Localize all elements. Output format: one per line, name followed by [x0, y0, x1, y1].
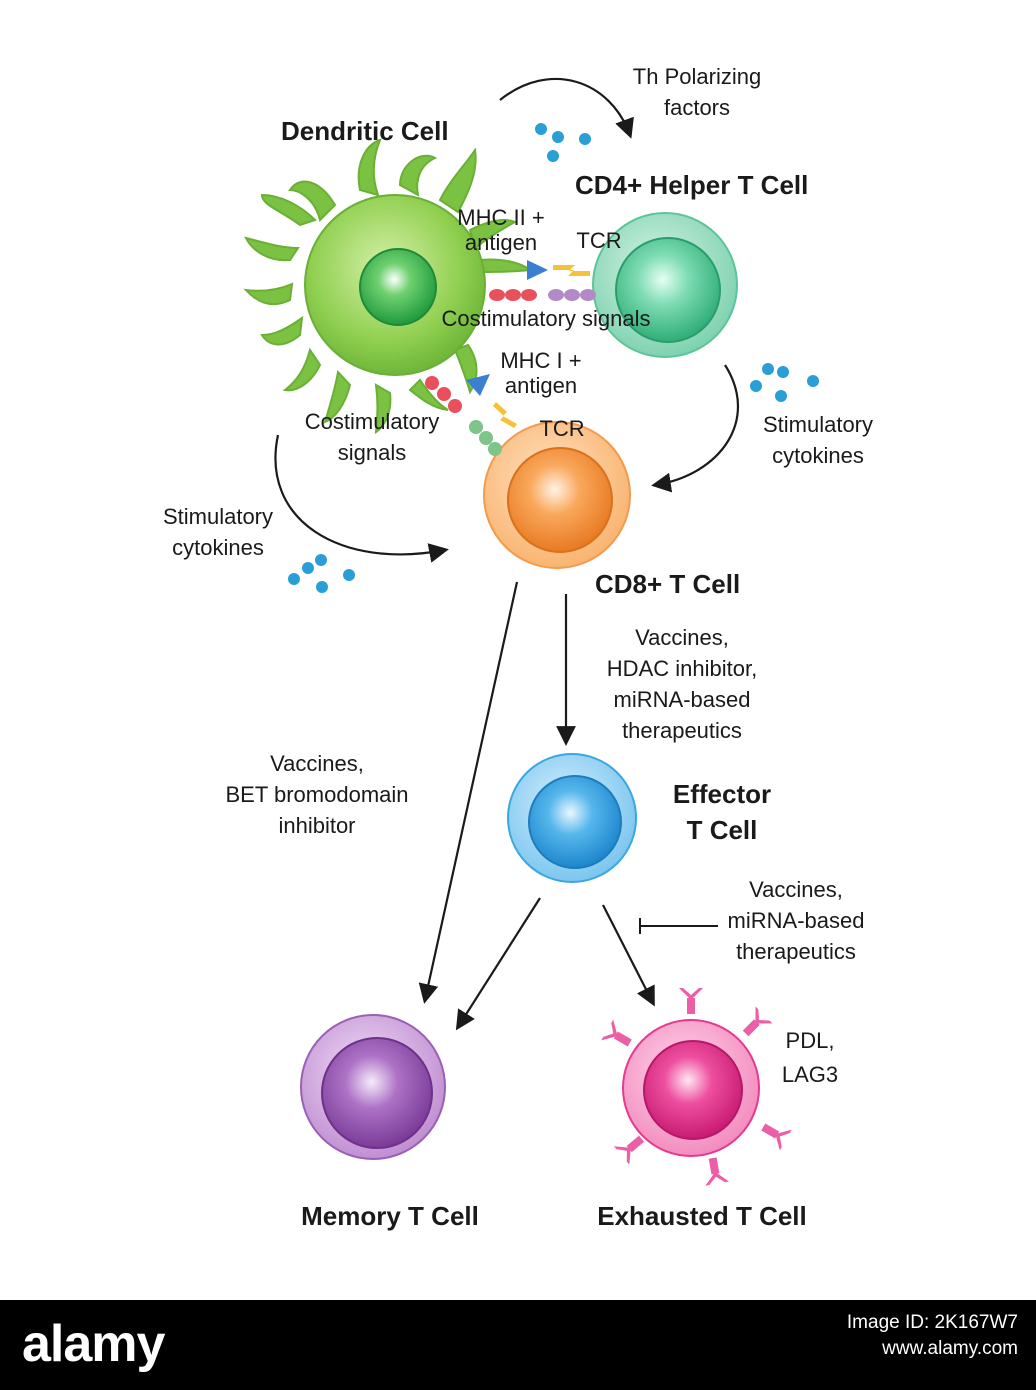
costim-cd4-molecules [489, 289, 596, 301]
cd4-cell-title: CD4+ Helper T Cell [575, 170, 808, 200]
vacc-hdac-line2: HDAC inhibitor, [607, 656, 757, 681]
tcr-cd8-label: TCR [539, 416, 584, 441]
stim-cytokines-right-line2: cytokines [772, 443, 864, 468]
tcr-cd8-marker [493, 402, 517, 428]
tcr-cd4-label: TCR [576, 228, 621, 253]
costim-cd8-label-line2: signals [338, 440, 406, 465]
site-url-text: www.alamy.com [882, 1338, 1018, 1359]
pdl-label-line2: LAG3 [782, 1062, 838, 1087]
arrow-th-polarizing [499, 77, 634, 139]
dendritic-cell-title: Dendritic Cell [281, 116, 449, 146]
watermark-footer: alamy Image ID: 2K167W7 www.alamy.com [0, 1300, 1036, 1390]
th-polarizing-line1: Th Polarizing [633, 64, 761, 89]
pdl-lag3-receptors [601, 988, 792, 1186]
vacc-bet-line2: BET bromodomain [225, 782, 408, 807]
exhausted-cell-title: Exhausted T Cell [597, 1201, 807, 1231]
pdl-label-line1: PDL, [786, 1028, 835, 1053]
stim-cytokines-left-line2: cytokines [172, 535, 264, 560]
dendritic-cell [243, 138, 533, 435]
arrow-cd8-to-memory [418, 581, 519, 1004]
vacc-mirna-line3: therapeutics [736, 939, 856, 964]
cd8-t-cell [483, 421, 631, 569]
arrow-effector-to-memory [455, 897, 541, 1031]
stim-cytokines-left-line1: Stimulatory [163, 504, 273, 529]
effector-title-line2: T Cell [687, 815, 758, 845]
vacc-bet-line3: inhibitor [278, 813, 355, 838]
cytokines-top [535, 123, 591, 162]
effector-title-line1: Effector [673, 779, 771, 809]
memory-t-cell [300, 1014, 446, 1160]
mhc1-label-line1: MHC I + [500, 348, 581, 373]
costim-cd8-label-line1: Costimulatory [305, 409, 439, 434]
vacc-hdac-line4: therapeutics [622, 718, 742, 743]
image-id-text: Image ID: 2K167W7 [846, 1312, 1018, 1333]
mhc2-label-line1: MHC II + [457, 205, 544, 230]
alamy-logo: alamy [22, 1315, 165, 1373]
vacc-mirna-line1: Vaccines, [749, 877, 843, 902]
costim-cd4-label: Costimulatory signals [441, 306, 650, 331]
stim-cytokines-right-line1: Stimulatory [763, 412, 873, 437]
mhc2-label-line2: antigen [465, 230, 537, 255]
mhc1-antigen-marker [466, 374, 490, 396]
tcr-cd4-marker [553, 265, 590, 276]
vacc-bet-line1: Vaccines, [270, 751, 364, 776]
cytokines-right [750, 363, 819, 402]
arrow-cd4-to-cd8 [651, 364, 740, 493]
mhc2-antigen-marker [527, 260, 548, 280]
arrow-dc-to-cd8 [274, 434, 449, 563]
memory-cell-title: Memory T Cell [301, 1201, 479, 1231]
vacc-hdac-line3: miRNA-based [614, 687, 751, 712]
costim-cd8-molecules [425, 376, 502, 456]
inhibition-symbol [639, 918, 718, 934]
vacc-mirna-line2: miRNA-based [728, 908, 865, 933]
cytokines-left [288, 554, 355, 593]
cd4-helper-t-cell [592, 212, 738, 358]
cd8-cell-title: CD8+ T Cell [595, 569, 740, 599]
t-cell-activation-diagram: Dendritic Cell CD4+ Helper T Cell CD8+ T… [163, 64, 873, 1231]
effector-t-cell [507, 753, 637, 883]
vacc-hdac-line1: Vaccines, [635, 625, 729, 650]
exhausted-t-cell [601, 988, 792, 1186]
arrow-effector-to-exhausted [602, 904, 655, 1007]
image-id-block: Image ID: 2K167W7 www.alamy.com [847, 1310, 1018, 1362]
mhc1-label-line2: antigen [505, 373, 577, 398]
th-polarizing-line2: factors [664, 95, 730, 120]
